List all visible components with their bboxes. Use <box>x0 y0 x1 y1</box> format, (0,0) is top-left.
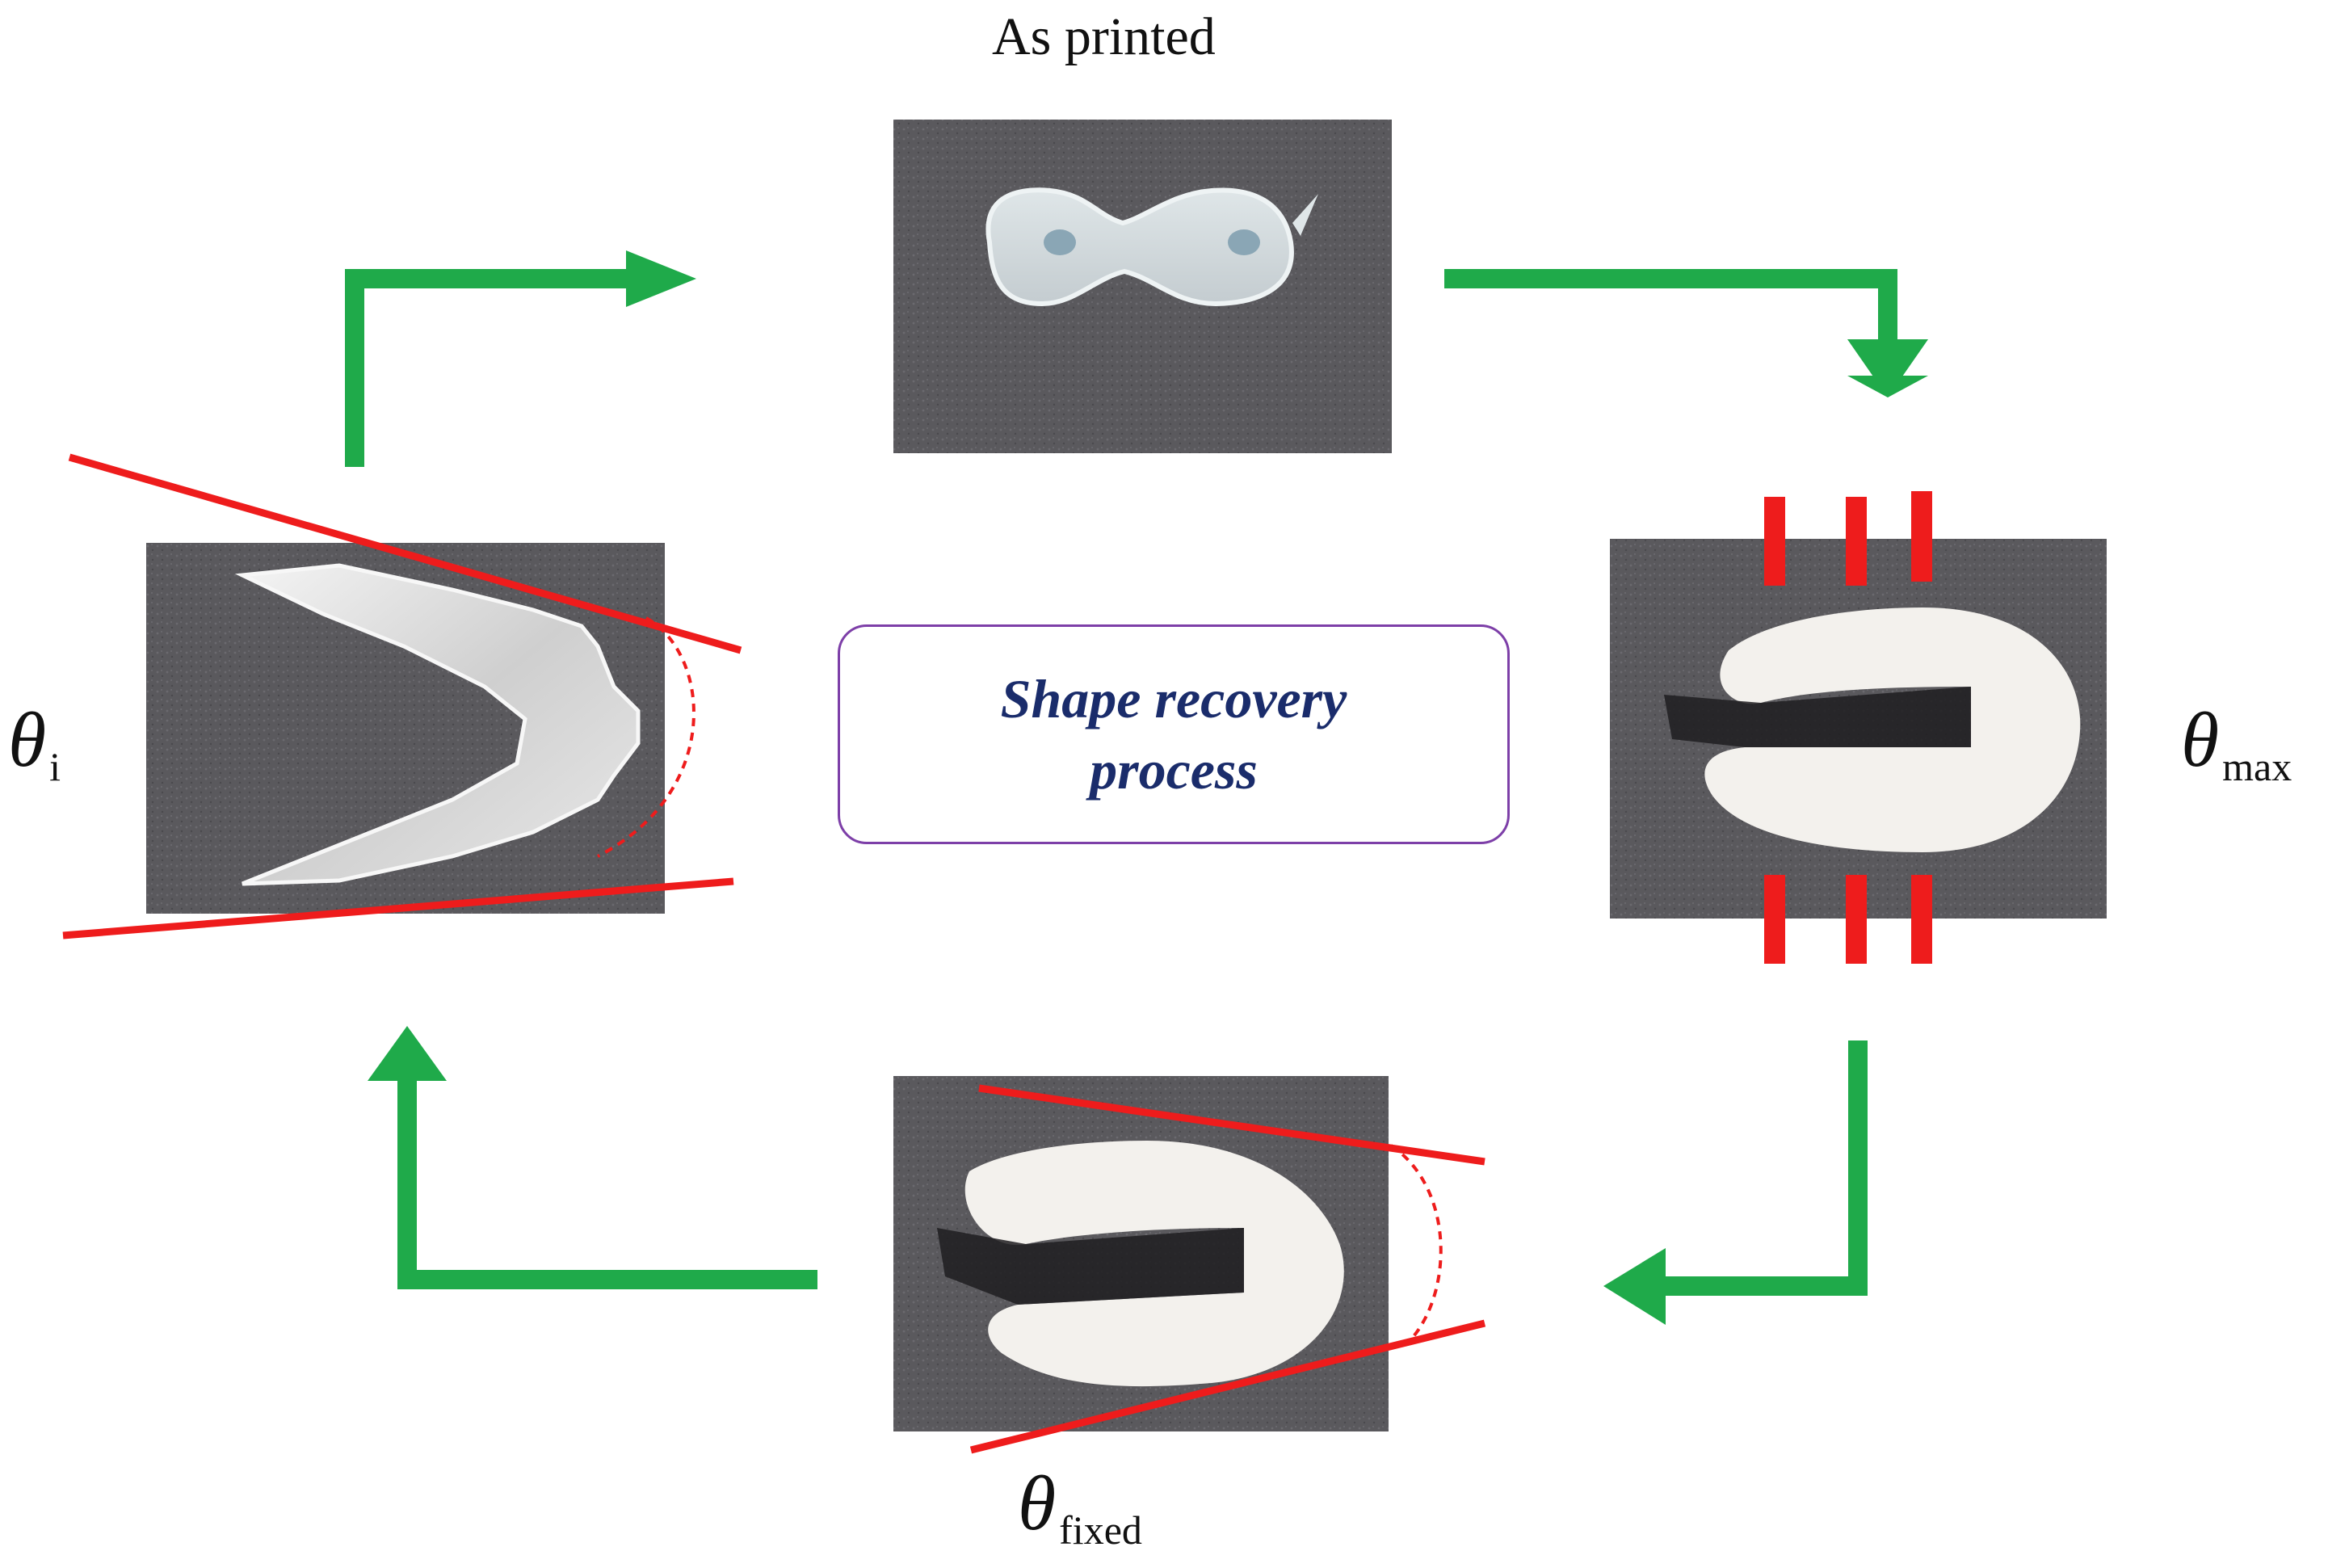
clamp-bar-top-3 <box>1911 491 1932 582</box>
arrow-right-to-bottom <box>1603 1040 1868 1325</box>
angle-line-i-bottom <box>62 877 734 940</box>
angle-line-fixed-bottom <box>969 1319 1486 1454</box>
center-process-box: Shape recovery process <box>838 624 1510 844</box>
u-fold-gap-fixed <box>937 1228 1244 1305</box>
angle-line-fixed-top <box>978 1084 1485 1166</box>
theta-i-symbol: θ <box>8 696 47 783</box>
theta-max-symbol: θ <box>2181 696 2220 783</box>
theta-max-label: θmax <box>2181 695 2292 790</box>
recovered-photo <box>62 453 742 940</box>
clamp-bar-bottom-2 <box>1846 875 1867 964</box>
theta-i-subscript: i <box>49 744 61 789</box>
clamp-bar-bottom-3 <box>1911 875 1932 964</box>
center-process-text: Shape recovery process <box>1000 667 1347 801</box>
angle-arc-i <box>597 616 695 858</box>
dumbbell-hole-left <box>1044 229 1076 255</box>
theta-fixed-symbol: θ <box>1018 1460 1057 1546</box>
clamp-bar-top-1 <box>1764 497 1785 586</box>
arrow-top-to-right <box>1444 269 1928 397</box>
angle-arc-fixed <box>1389 1144 1443 1343</box>
v-shape-sample <box>234 563 641 886</box>
arrow-left-to-top <box>345 250 696 467</box>
u-fold-sample-max <box>1704 607 2081 852</box>
deformed-max-photo <box>1610 491 2107 964</box>
as-printed-photo <box>893 120 1392 453</box>
clamp-bar-top-2 <box>1846 497 1867 586</box>
theta-i-label: θi <box>8 695 61 790</box>
fixed-photo <box>893 1076 1486 1454</box>
arrow-bottom-to-left <box>368 1026 817 1289</box>
dumbbell-hole-right <box>1228 229 1260 255</box>
theta-fixed-subscript: fixed <box>1059 1507 1142 1553</box>
dumbbell-tab <box>1292 194 1318 236</box>
theta-max-subscript: max <box>2222 744 2292 789</box>
clamp-bar-bottom-1 <box>1764 875 1785 964</box>
u-fold-gap-max <box>1664 687 1971 747</box>
as-printed-label: As printed <box>992 7 1216 66</box>
angle-line-i-top <box>68 453 742 654</box>
theta-fixed-label: θfixed <box>1018 1458 1142 1553</box>
u-fold-sample-fixed <box>964 1141 1344 1387</box>
dumbbell-sample <box>985 187 1294 307</box>
